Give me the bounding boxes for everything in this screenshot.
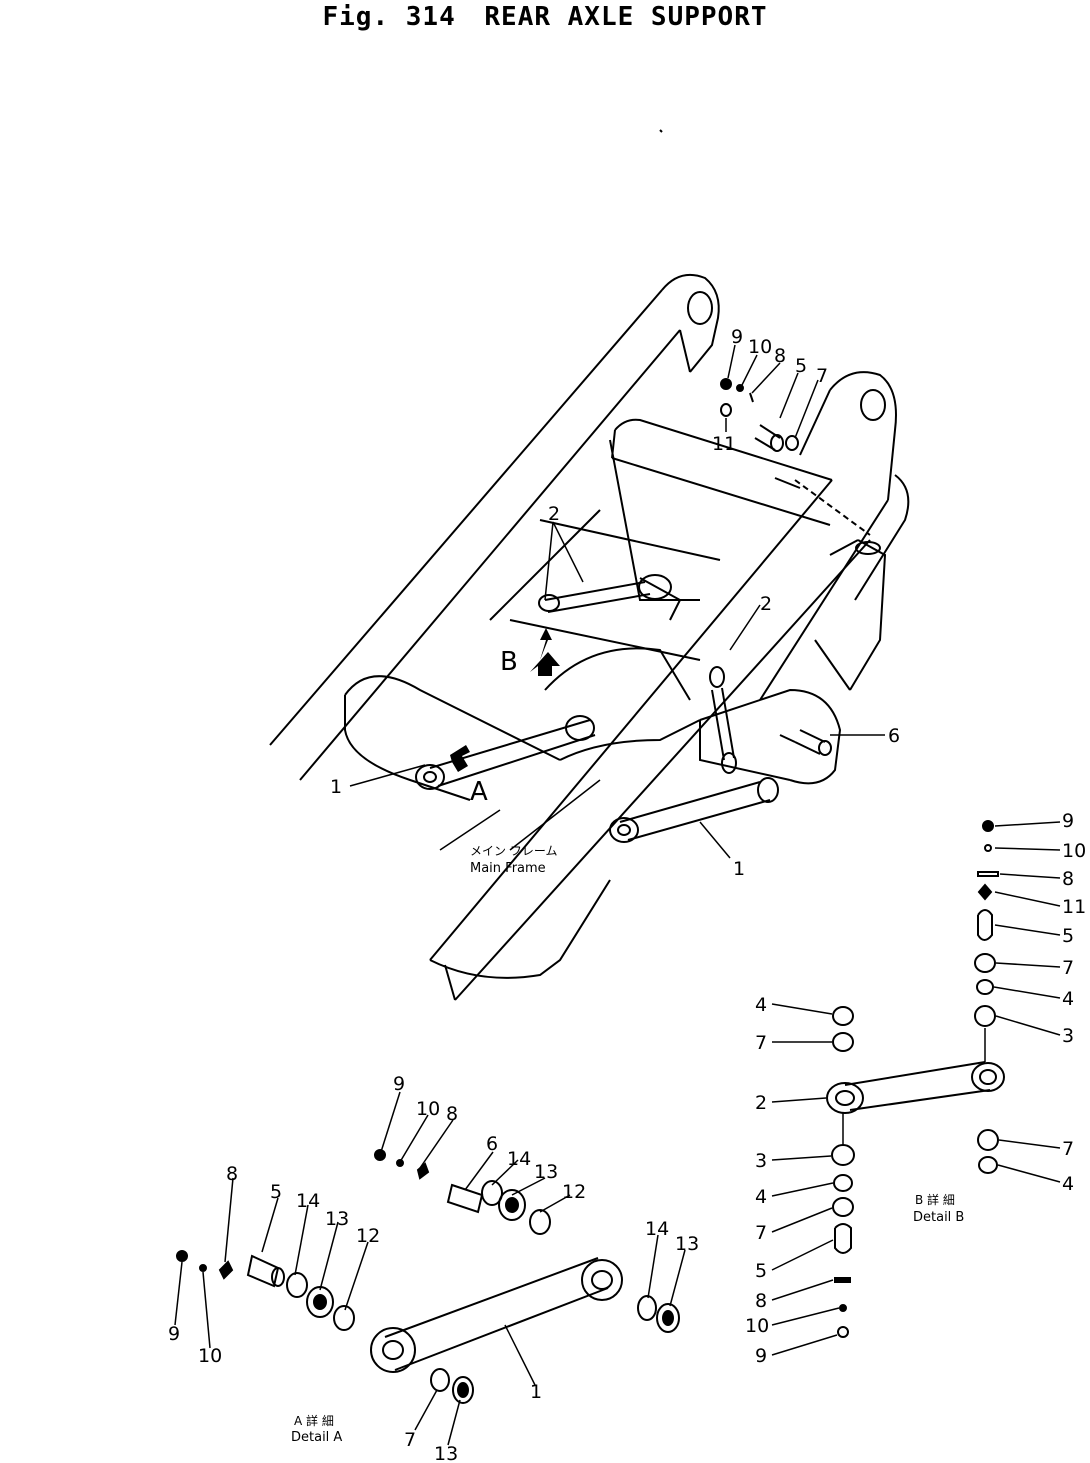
callout-b-9: 9 bbox=[1062, 810, 1074, 832]
callout-b-4b: 4 bbox=[1062, 1173, 1074, 1195]
callout-a-14: 14 bbox=[507, 1148, 531, 1170]
callout-main-1b: 1 bbox=[733, 858, 745, 880]
callout-main-6: 6 bbox=[888, 725, 900, 747]
pin-6-main bbox=[779, 729, 832, 756]
callout-main-2b: 2 bbox=[760, 593, 772, 615]
callout-b-8: 8 bbox=[1062, 868, 1074, 890]
callout-b-11: 11 bbox=[1062, 896, 1086, 918]
callout-a-13c: 13 bbox=[675, 1233, 699, 1255]
callout-b-left-3: 3 bbox=[755, 1150, 767, 1172]
detail-b-label-jp: B 詳 細 bbox=[915, 1192, 955, 1207]
link-1-lower bbox=[609, 777, 779, 843]
callout-a-9b: 9 bbox=[168, 1323, 180, 1345]
callout-main-8: 8 bbox=[774, 345, 786, 367]
callout-a-10b: 10 bbox=[198, 1345, 222, 1367]
link-2-upper bbox=[538, 574, 682, 621]
callout-main-11: 11 bbox=[712, 433, 736, 455]
callout-a-14c: 14 bbox=[645, 1218, 669, 1240]
callout-b-left-7b: 7 bbox=[755, 1222, 767, 1244]
callout-b-left-4b: 4 bbox=[755, 1186, 767, 1208]
callout-a-13b: 13 bbox=[325, 1208, 349, 1230]
main-frame-label: Main Frame bbox=[470, 861, 546, 876]
callout-main-1a: 1 bbox=[330, 776, 342, 798]
callout-labels: 9 10 8 5 7 11 2 2 6 1 1 B A メイン フレーム Mai… bbox=[168, 326, 1086, 1463]
callout-b-left-10: 10 bbox=[745, 1315, 769, 1337]
callout-b-left-5: 5 bbox=[755, 1260, 767, 1282]
view-b-label: B bbox=[500, 647, 518, 677]
main-frame-label-jp: メイン フレーム bbox=[470, 844, 557, 858]
callout-a-9: 9 bbox=[393, 1073, 405, 1095]
main-leader-lines bbox=[349, 344, 885, 859]
callout-b-7: 7 bbox=[1062, 957, 1074, 979]
callout-b-4: 4 bbox=[1062, 988, 1074, 1010]
callout-a-5: 5 bbox=[270, 1181, 282, 1203]
detail-b-label: Detail B bbox=[913, 1210, 964, 1225]
callout-b-left-7: 7 bbox=[755, 1032, 767, 1054]
callout-b-left-9: 9 bbox=[755, 1345, 767, 1367]
callout-a-13: 13 bbox=[534, 1161, 558, 1183]
detail-a bbox=[174, 1091, 686, 1446]
detail-a-label-jp: A 詳 細 bbox=[294, 1413, 334, 1428]
main-frame bbox=[269, 129, 910, 1001]
callout-b-left-2: 2 bbox=[755, 1092, 767, 1114]
callout-a-8b: 8 bbox=[226, 1163, 238, 1185]
callout-b-left-4: 4 bbox=[755, 994, 767, 1016]
link-1-main bbox=[415, 715, 596, 790]
figure-title: Fig. 314 REAR AXLE SUPPORT bbox=[0, 2, 1090, 32]
view-arrow-a bbox=[450, 745, 470, 772]
callout-main-9: 9 bbox=[731, 326, 743, 348]
detail-b bbox=[771, 820, 1061, 1356]
callout-a-12b: 12 bbox=[356, 1225, 380, 1247]
pin-5-main bbox=[720, 378, 799, 452]
callout-main-2a: 2 bbox=[548, 503, 560, 525]
callout-a-13d: 13 bbox=[434, 1443, 458, 1463]
view-arrow-b bbox=[530, 628, 560, 676]
callout-b-left-8: 8 bbox=[755, 1290, 767, 1312]
detail-a-label: Detail A bbox=[291, 1430, 342, 1445]
callout-main-7: 7 bbox=[816, 365, 828, 387]
callout-main-5: 5 bbox=[795, 355, 807, 377]
callout-a-14b: 14 bbox=[296, 1190, 320, 1212]
callout-b-7b: 7 bbox=[1062, 1138, 1074, 1160]
callout-a-7: 7 bbox=[404, 1429, 416, 1451]
callout-b-5: 5 bbox=[1062, 925, 1074, 947]
callout-a-8: 8 bbox=[446, 1103, 458, 1125]
callout-a-10: 10 bbox=[416, 1098, 440, 1120]
link-2-right bbox=[709, 666, 737, 774]
callout-a-6: 6 bbox=[486, 1133, 498, 1155]
callout-a-12: 12 bbox=[562, 1181, 586, 1203]
callout-b-3: 3 bbox=[1062, 1025, 1074, 1047]
figure-number: Fig. 314 bbox=[322, 2, 456, 32]
callout-b-10: 10 bbox=[1062, 840, 1086, 862]
view-a-label: A bbox=[470, 777, 488, 807]
callout-a-1: 1 bbox=[530, 1381, 542, 1403]
callout-main-10: 10 bbox=[748, 336, 772, 358]
figure-name: REAR AXLE SUPPORT bbox=[484, 2, 768, 32]
